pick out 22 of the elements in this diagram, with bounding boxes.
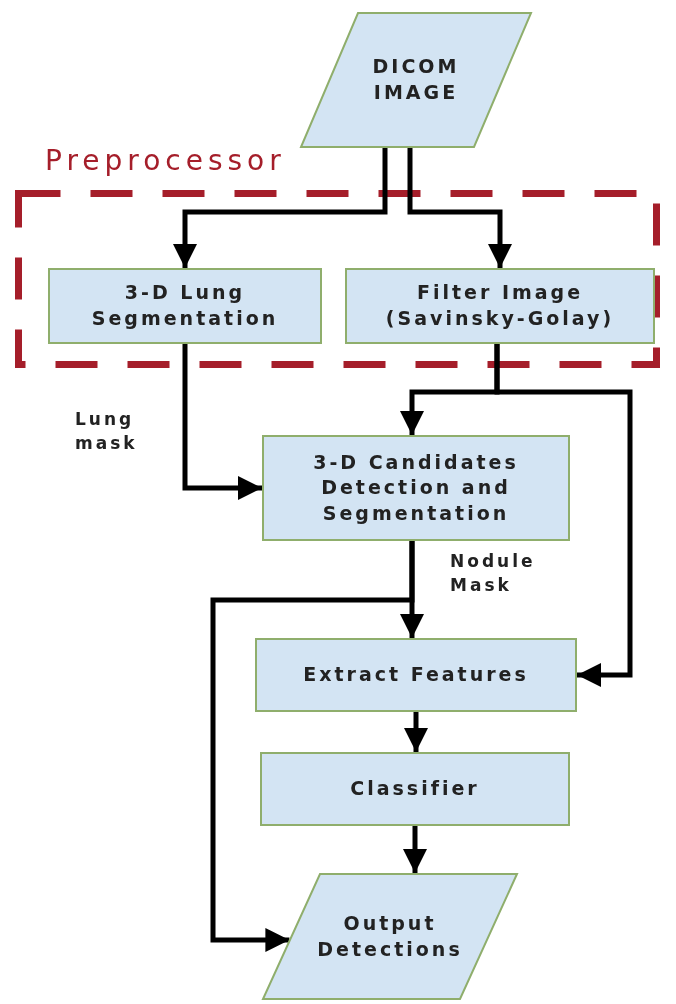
node-text: Classifier — [350, 776, 480, 802]
process-box — [48, 268, 322, 344]
node-text: Extract Features — [303, 662, 529, 688]
node-text: DICOM IMAGE — [371, 54, 461, 105]
arrow — [407, 148, 512, 268]
arrow — [404, 712, 428, 752]
process-box — [255, 638, 577, 712]
arrow — [403, 826, 427, 873]
arrow — [210, 541, 415, 952]
process-box — [345, 268, 655, 344]
arrow — [494, 344, 633, 687]
node-text: Filter Image (Savinsky-Golay) — [384, 280, 616, 331]
node-text: 3-D Candidates Detection and Segmentation — [312, 449, 520, 526]
process-box — [260, 752, 570, 826]
group-heading: Preprocessor — [45, 144, 286, 177]
node-text: Output Detections — [316, 910, 464, 962]
data-parallelogram — [262, 873, 518, 1000]
arrow — [173, 148, 388, 268]
data-parallelogram — [300, 12, 532, 148]
process-box — [262, 435, 570, 541]
node-text: 3-D Lung Segmentation — [90, 280, 280, 331]
arrow — [182, 344, 262, 500]
